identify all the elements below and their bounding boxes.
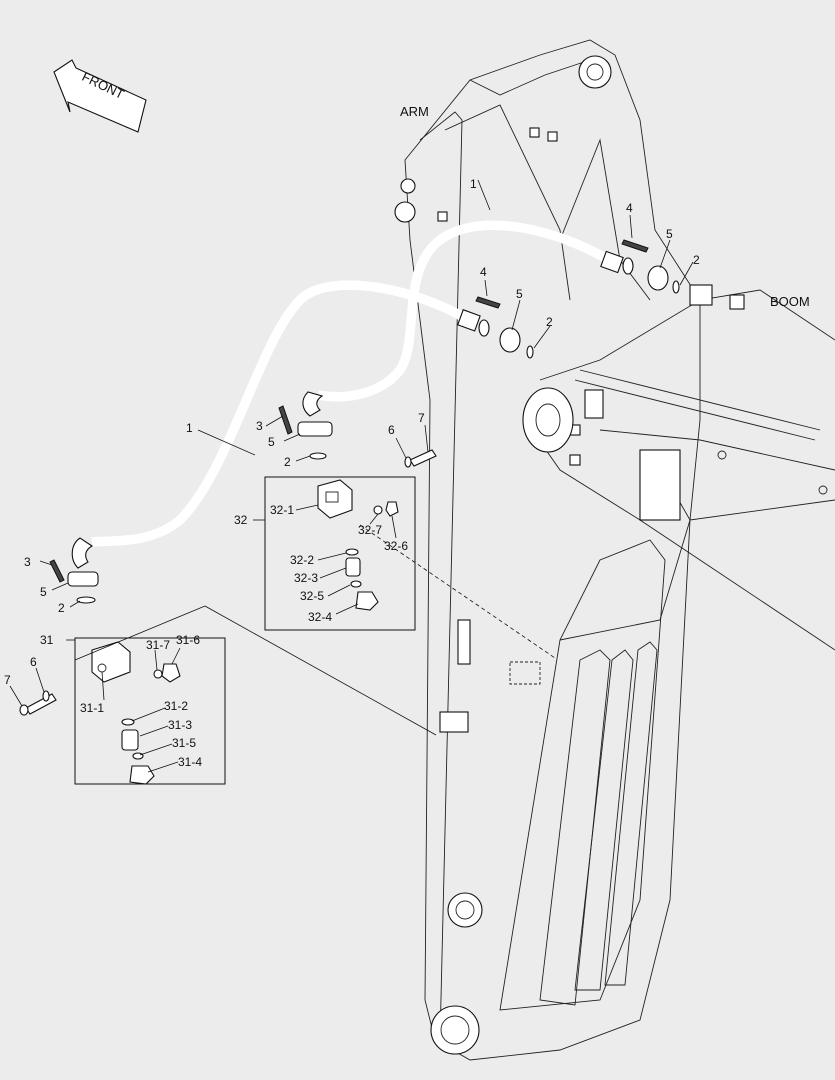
callout-4: 4 — [480, 265, 487, 279]
arm-structure — [394, 39, 701, 1061]
callout-31-7: 31-7 — [146, 638, 170, 652]
callout-32-7: 32-7 — [358, 523, 382, 537]
callout-32-4: 32-4 — [308, 610, 332, 624]
callout-2: 2 — [546, 315, 553, 329]
boom-structure — [522, 284, 835, 651]
callout-1: 1 — [186, 421, 193, 435]
callout-31-5: 31-5 — [172, 736, 196, 750]
callout-5: 5 — [516, 287, 523, 301]
boom-label: BOOM — [770, 294, 810, 309]
callout-31: 31 — [40, 633, 54, 647]
leader-lines — [9, 179, 694, 773]
callout-32-1: 32-1 — [270, 503, 294, 517]
callout-5: 5 — [268, 435, 275, 449]
callout-7: 7 — [418, 411, 425, 425]
detail-32-box — [264, 476, 416, 631]
hose-1-lower — [91, 280, 471, 547]
callout-31-2: 31-2 — [164, 699, 188, 713]
callout-31-6: 31-6 — [176, 633, 200, 647]
detail-31-box — [74, 637, 226, 785]
hose-1-upper — [317, 220, 615, 402]
callout-31-4: 31-4 — [178, 755, 202, 769]
callout-32-6: 32-6 — [384, 539, 408, 553]
callout-4: 4 — [626, 201, 633, 215]
front-arrow-icon — [53, 59, 147, 133]
callout-6: 6 — [30, 655, 37, 669]
callout-2: 2 — [693, 253, 700, 267]
callout-5: 5 — [40, 585, 47, 599]
callout-3: 3 — [24, 555, 31, 569]
callout-6: 6 — [388, 423, 395, 437]
hose-fittings — [67, 250, 680, 604]
callout-5: 5 — [666, 227, 673, 241]
bolt-7-right — [404, 449, 437, 468]
callout-31-3: 31-3 — [168, 718, 192, 732]
callout-32-2: 32-2 — [290, 553, 314, 567]
callout-31-1: 31-1 — [80, 701, 104, 715]
callout-32-3: 32-3 — [294, 571, 318, 585]
callout-2: 2 — [284, 455, 291, 469]
callout-3: 3 — [256, 419, 263, 433]
callout-1: 1 — [470, 177, 477, 191]
callout-2: 2 — [58, 601, 65, 615]
callout-32-5: 32-5 — [300, 589, 324, 603]
bolt-7-left — [19, 690, 57, 716]
bolts — [49, 239, 649, 583]
callout-32: 32 — [234, 513, 248, 527]
arm-label: ARM — [400, 104, 429, 119]
callout-7: 7 — [4, 673, 11, 687]
